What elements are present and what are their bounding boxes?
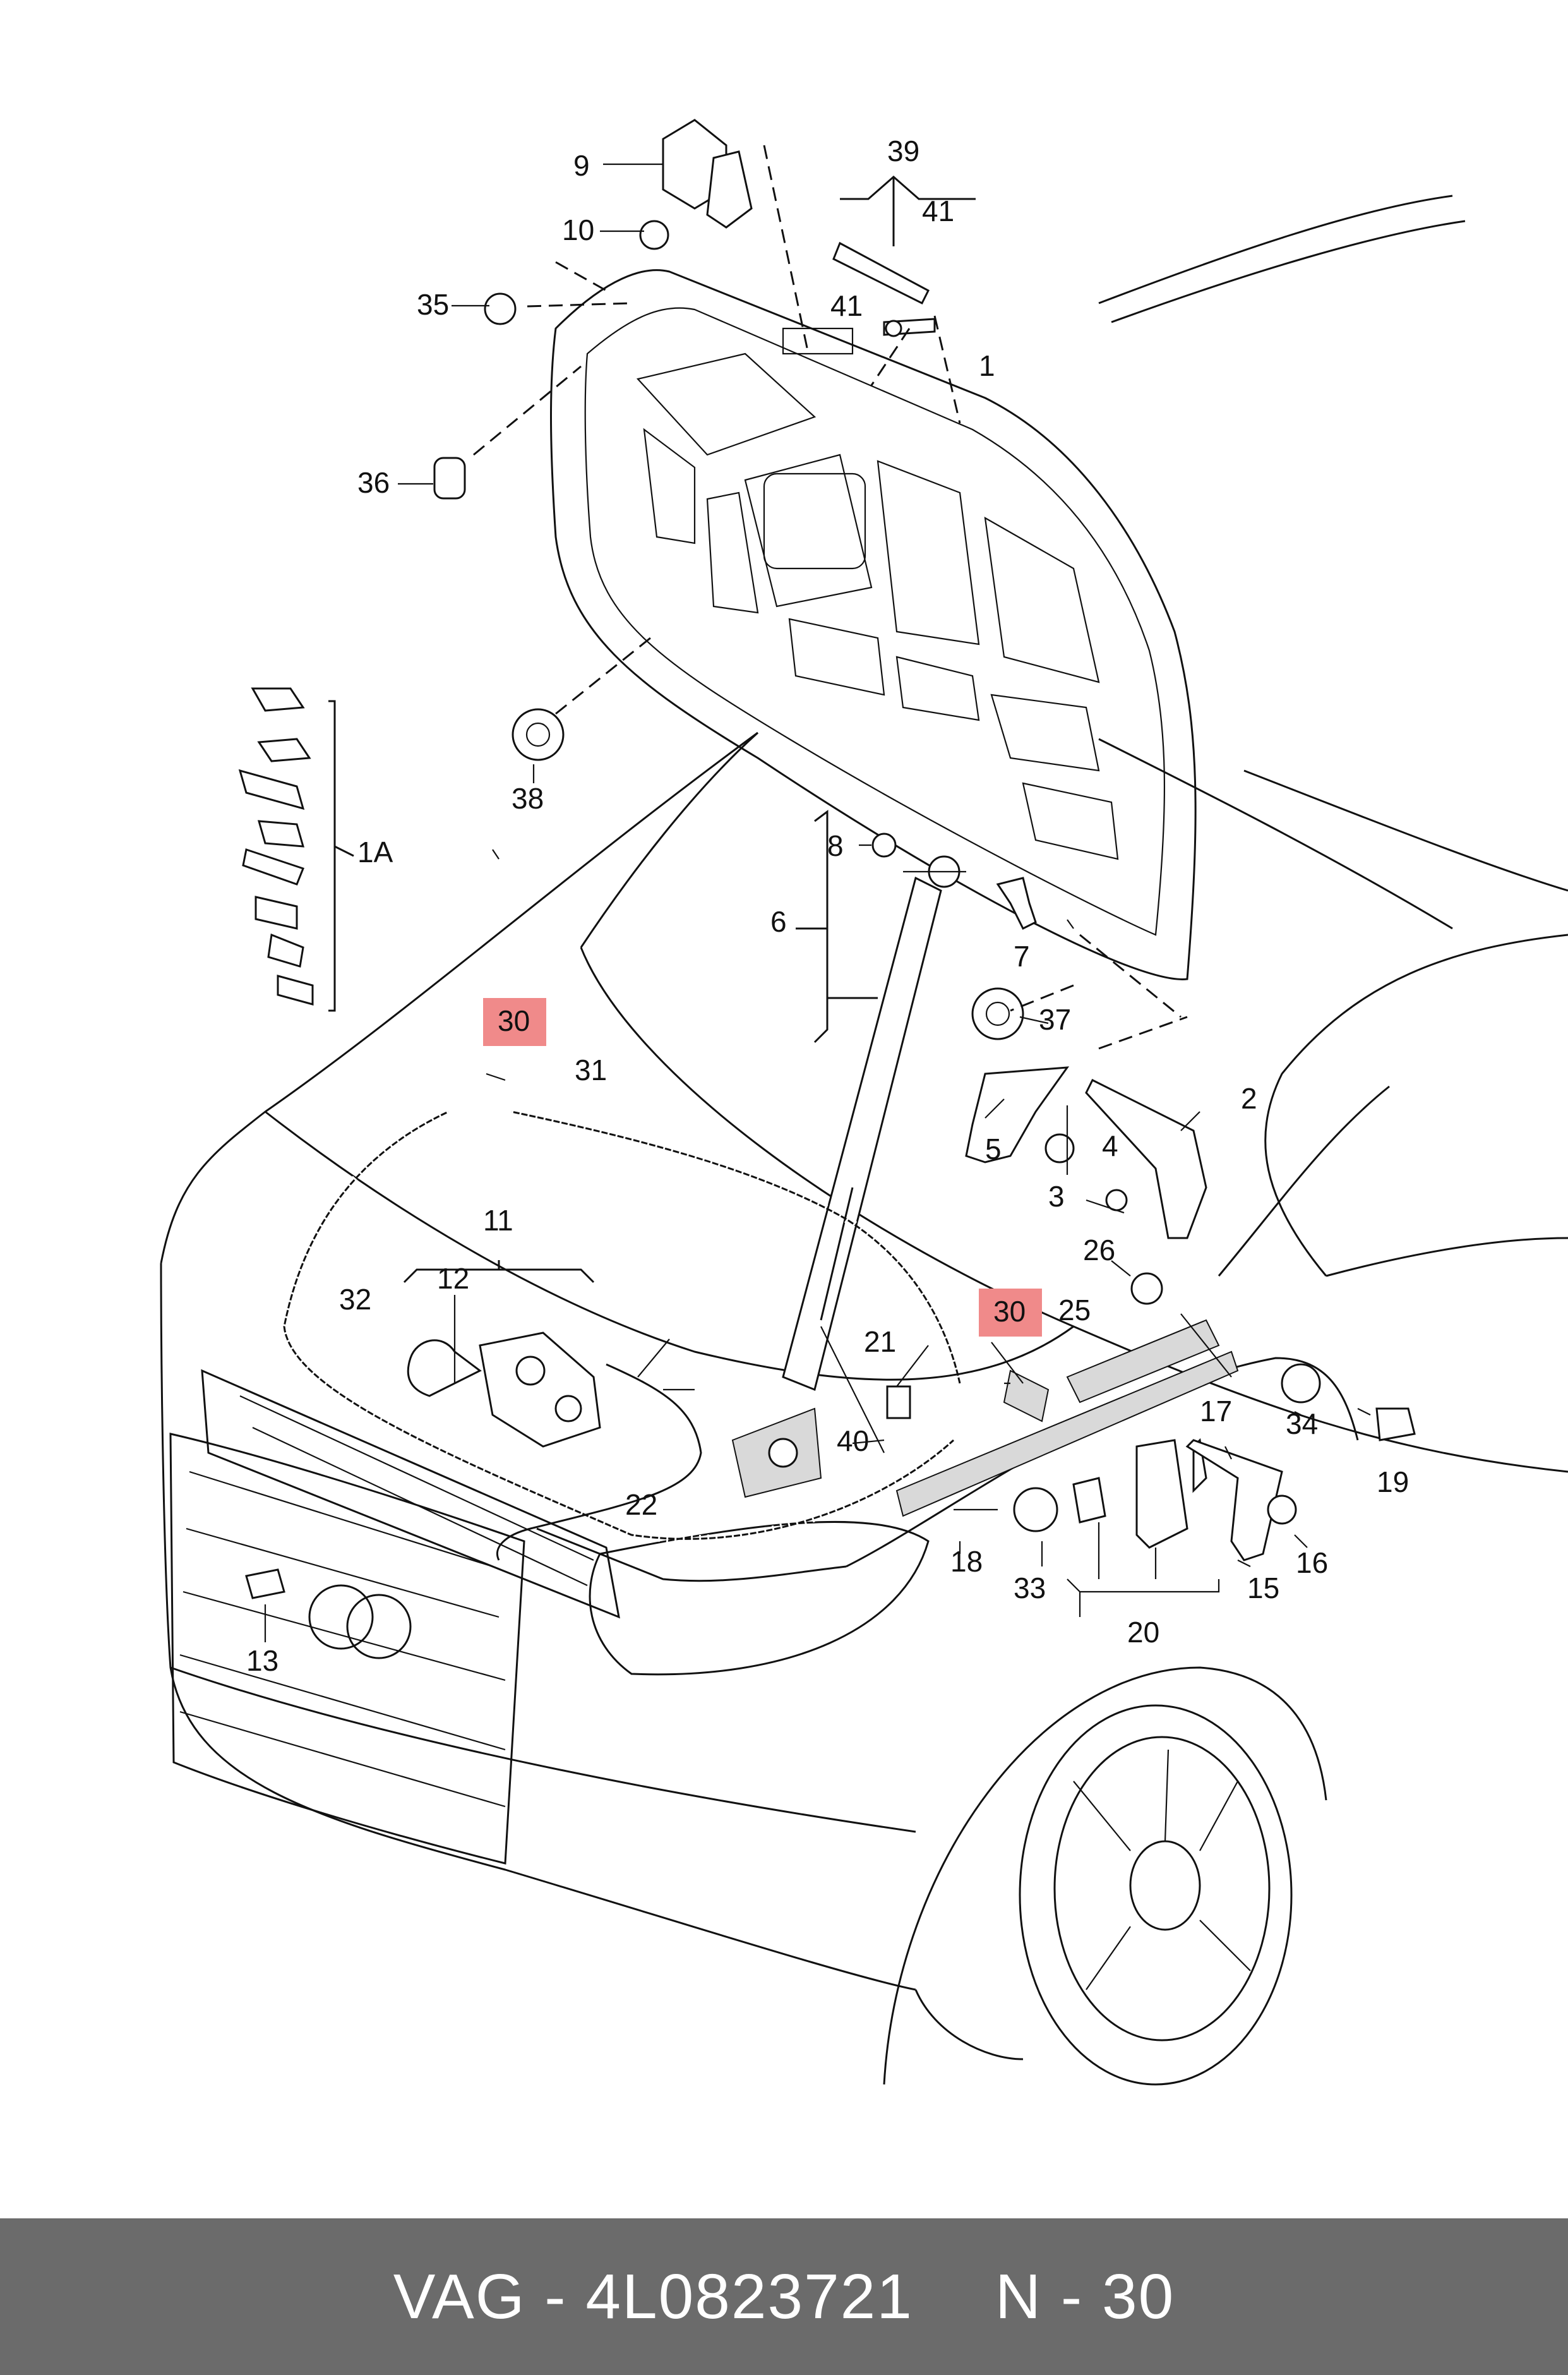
gas-strut xyxy=(731,855,961,1498)
parts-diagram: 9 10 35 36 38 39 41 41 1 1A 8 6 7 37 2 5… xyxy=(160,119,1568,2086)
part-labels: 9 10 35 36 38 39 41 41 1 1A 8 6 7 37 2 5… xyxy=(246,135,1409,1677)
label-26: 26 xyxy=(1083,1234,1115,1266)
label-9: 9 xyxy=(573,149,590,182)
label-31: 31 xyxy=(575,1054,607,1086)
label-39: 39 xyxy=(887,135,919,167)
highlight-box-30a xyxy=(483,998,546,1046)
hood-seals xyxy=(280,1108,964,1543)
label-20: 20 xyxy=(1127,1616,1159,1649)
label-10: 10 xyxy=(562,213,594,246)
label-41b: 41 xyxy=(830,289,863,322)
label-12: 12 xyxy=(437,1262,469,1295)
label-34: 34 xyxy=(1286,1407,1318,1440)
car-body-outline xyxy=(160,195,1568,2086)
fastener-kit xyxy=(238,687,354,1012)
label-3: 3 xyxy=(1048,1180,1065,1213)
label-18: 18 xyxy=(950,1545,983,1578)
label-7: 7 xyxy=(1014,940,1030,973)
label-16: 16 xyxy=(1296,1546,1328,1579)
label-15: 15 xyxy=(1247,1572,1279,1604)
label-30a: 30 xyxy=(498,1004,530,1037)
label-5: 5 xyxy=(985,1133,1002,1165)
position-reference: N - 30 xyxy=(995,2261,1175,2332)
hood-hinge xyxy=(895,1066,1239,1517)
label-30b: 30 xyxy=(993,1295,1026,1328)
label-2: 2 xyxy=(1241,1082,1257,1115)
label-32: 32 xyxy=(339,1283,371,1316)
label-6: 6 xyxy=(770,905,787,938)
bonnet-panel xyxy=(550,269,1197,980)
label-17: 17 xyxy=(1200,1395,1232,1428)
label-36: 36 xyxy=(357,466,390,499)
leader-lines xyxy=(264,145,1371,1642)
label-1: 1 xyxy=(979,349,995,382)
label-41a: 41 xyxy=(922,195,954,227)
label-8: 8 xyxy=(827,829,844,862)
label-1A: 1A xyxy=(357,836,393,869)
label-13: 13 xyxy=(246,1644,278,1677)
label-22: 22 xyxy=(625,1488,657,1521)
hood-lock-assembly xyxy=(407,1332,1359,1582)
label-40: 40 xyxy=(837,1424,869,1457)
highlight-box-30b xyxy=(979,1289,1042,1337)
label-4: 4 xyxy=(1102,1129,1118,1162)
label-25: 25 xyxy=(1058,1294,1091,1326)
label-38: 38 xyxy=(512,782,544,815)
label-11: 11 xyxy=(483,1204,513,1237)
small-parts xyxy=(245,119,1416,1599)
label-37: 37 xyxy=(1039,1003,1071,1036)
label-35: 35 xyxy=(417,288,449,321)
label-21: 21 xyxy=(864,1325,896,1358)
windshield-edge xyxy=(580,731,759,948)
label-19: 19 xyxy=(1377,1465,1409,1498)
part-number-footer: VAG - 4L0823721 N - 30 xyxy=(0,2218,1568,2375)
brand-part-number: VAG - 4L0823721 xyxy=(393,2261,913,2332)
label-33: 33 xyxy=(1014,1572,1046,1604)
